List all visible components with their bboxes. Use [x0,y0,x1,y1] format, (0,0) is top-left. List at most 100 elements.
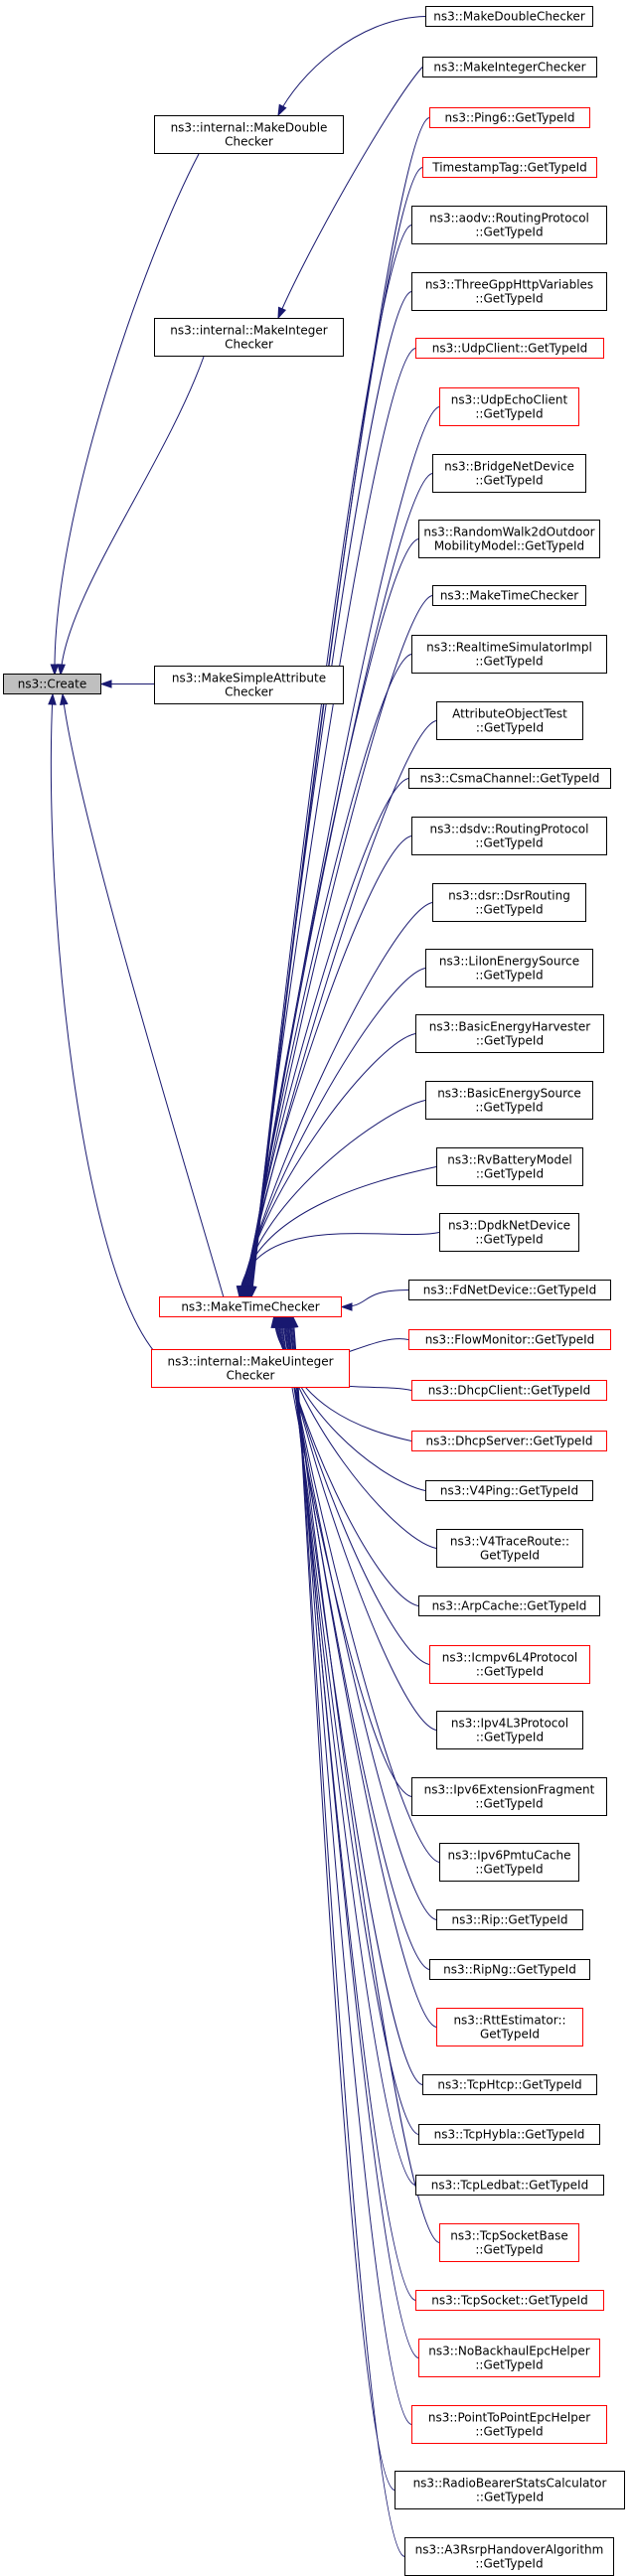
node-leaf-23[interactable]: ns3::DhcpClient::GetTypeId [411,1380,607,1401]
node-label: ::GetTypeId [476,1731,544,1744]
node-leaf-35[interactable]: ns3::TcpHtcp::GetTypeId [422,2074,597,2095]
node-leaf-30[interactable]: ns3::Ipv6ExtensionFragment::GetTypeId [411,1777,607,1816]
node-label: ::GetTypeId [476,1034,544,1048]
edge-leaf-19 [237,1166,437,1298]
node-label: ns3::FlowMonitor::GetTypeId [425,1333,595,1347]
node-leaf-7[interactable]: ns3::UdpEchoClient::GetTypeId [439,387,579,426]
node-label: ns3::LiIonEnergySource [439,955,579,969]
node-leaf-38[interactable]: ns3::TcpSocketBase::GetTypeId [439,2223,579,2262]
nodes-layer: ns3::Create ns3::internal::MakeDoubleChec… [3,6,625,2576]
node-label: ns3::DhcpServer::GetTypeId [426,1435,593,1448]
node-box [415,2290,604,2311]
node-leaf-37[interactable]: ns3::TcpLedbat::GetTypeId [415,2175,604,2196]
node-box [411,206,607,244]
node-leaf-18[interactable]: ns3::BasicEnergySource::GetTypeId [425,1081,593,1120]
node-leaf-3[interactable]: TimestampTag::GetTypeId [422,157,597,178]
node-box [439,2223,579,2262]
node-mtc[interactable]: ns3::MakeTimeChecker [159,1296,342,1317]
node-box [432,454,586,493]
node-box [411,1777,607,1816]
node-leaf-9[interactable]: ns3::RandomWalk2dOutdoorMobilityModel::G… [418,520,600,558]
edges-layer [48,16,440,2557]
node-box [408,1329,611,1350]
node-label: ::GetTypeId [476,721,544,735]
node-leaf-39[interactable]: ns3::TcpSocket::GetTypeId [415,2290,604,2311]
node-mdc[interactable]: ns3::internal::MakeDoubleChecker [154,115,344,154]
node-leaf-14[interactable]: ns3::dsdv::RoutingProtocol::GetTypeId [411,817,607,855]
node-leaf-34[interactable]: ns3::RttEstimator::GetTypeId [436,2008,583,2046]
node-box [422,157,597,178]
node-box [436,1909,583,1930]
node-leaf-25[interactable]: ns3::V4Ping::GetTypeId [425,1480,593,1501]
node-leaf-21[interactable]: ns3::FdNetDevice::GetTypeId [408,1280,611,1300]
node-label: ns3::Ping6::GetTypeId [445,111,575,125]
node-leaf-6[interactable]: ns3::UdpClient::GetTypeId [415,338,604,359]
node-box [439,387,579,426]
node-label: ns3::ThreeGppHttpVariables [425,278,593,292]
node-leaf-31[interactable]: ns3::Ipv6PmtuCache::GetTypeId [439,1843,579,1882]
node-box [425,1081,593,1120]
node-leaf-8[interactable]: ns3::BridgeNetDevice::GetTypeId [432,454,586,493]
node-label: ns3::BasicEnergySource [437,1087,581,1101]
node-leaf-43[interactable]: ns3::A3RsrpHandoverAlgorithm::GetTypeId [404,2537,614,2576]
node-leaf-0[interactable]: ns3::MakeDoubleChecker [425,6,593,27]
node-leaf-17[interactable]: ns3::BasicEnergyHarvester::GetTypeId [415,1014,604,1053]
node-box [429,1645,590,1684]
node-leaf-24[interactable]: ns3::DhcpServer::GetTypeId [411,1431,607,1451]
node-label: Checker [225,135,273,149]
node-box [411,635,607,674]
node-leaf-32[interactable]: ns3::Rip::GetTypeId [436,1909,583,1930]
edge-leaf-16 [238,968,426,1298]
node-leaf-29[interactable]: ns3::Ipv4L3Protocol::GetTypeId [436,1711,583,1749]
edge-line [277,16,426,116]
node-leaf-12[interactable]: AttributeObjectTest::GetTypeId [436,701,583,740]
node-leaf-2[interactable]: ns3::Ping6::GetTypeId [429,107,590,128]
node-leaf-4[interactable]: ns3::aodv::RoutingProtocol::GetTypeId [411,206,607,244]
node-box [436,1147,583,1186]
node-label: ::GetTypeId [475,2557,543,2571]
edge-arrowhead [60,692,69,705]
edge-arrowhead [57,664,66,677]
edge-arrowhead [289,1315,299,1328]
node-leaf-33[interactable]: ns3::RipNg::GetTypeId [429,1959,590,1980]
node-leaf-28[interactable]: ns3::Icmpv6L4Protocol::GetTypeId [429,1645,590,1684]
node-leaf-1[interactable]: ns3::MakeIntegerChecker [422,57,597,77]
node-label: ns3::internal::MakeInteger [170,324,328,338]
node-leaf-22[interactable]: ns3::FlowMonitor::GetTypeId [408,1329,611,1350]
node-leaf-41[interactable]: ns3::PointToPointEpcHelper::GetTypeId [411,2405,607,2444]
edge-leaf-15 [239,902,433,1298]
node-leaf-36[interactable]: ns3::TcpHybla::GetTypeId [418,2124,600,2145]
node-label: ::GetTypeId [475,292,543,306]
node-leaf-42[interactable]: ns3::RadioBearerStatsCalculator::GetType… [395,2471,625,2509]
node-label: GetTypeId [480,1549,540,1563]
edge-line [246,538,419,1297]
node-box [418,1595,600,1616]
node-label: ns3::Ipv6ExtensionFragment [424,1783,595,1797]
node-leaf-11[interactable]: ns3::RealtimeSimulatorImpl::GetTypeId [411,635,607,674]
edge-arrowhead [277,306,287,320]
node-box [436,701,583,740]
node-label: ns3::Rip::GetTypeId [451,1913,567,1927]
node-leaf-40[interactable]: ns3::NoBackhaulEpcHelper::GetTypeId [418,2339,600,2377]
edge-line [54,153,200,676]
node-leaf-15[interactable]: ns3::dsr::DsrRouting::GetTypeId [432,883,586,922]
node-label: ns3::MakeTimeChecker [181,1300,319,1314]
node-box [411,272,607,311]
node-box [422,2074,597,2095]
node-label: ns3::BridgeNetDevice [444,460,574,474]
edge-line [287,1316,416,2186]
node-leaf-20[interactable]: ns3::DpdkNetDevice::GetTypeId [439,1213,579,1252]
node-root-create[interactable]: ns3::Create [3,674,101,694]
node-leaf-13[interactable]: ns3::CsmaChannel::GetTypeId [408,768,611,789]
node-leaf-5[interactable]: ns3::ThreeGppHttpVariables::GetTypeId [411,272,607,311]
node-leaf-16[interactable]: ns3::LiIonEnergySource::GetTypeId [425,949,593,987]
node-leaf-19[interactable]: ns3::RvBatteryModel::GetTypeId [436,1147,583,1186]
node-label: ns3::RadioBearerStatsCalculator [413,2477,607,2491]
node-leaf-10[interactable]: ns3::MakeTimeChecker [432,585,586,606]
node-mic[interactable]: ns3::internal::MakeIntegerChecker [154,318,344,357]
node-leaf-27[interactable]: ns3::ArpCache::GetTypeId [418,1595,600,1616]
node-leaf-26[interactable]: ns3::V4TraceRoute::GetTypeId [436,1529,583,1568]
node-label: TimestampTag::GetTypeId [431,161,587,175]
